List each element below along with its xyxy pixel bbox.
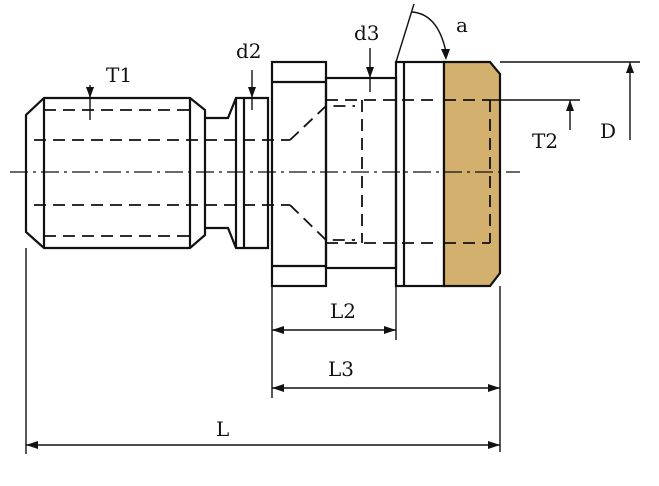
angle-leader-line bbox=[395, 3, 415, 63]
shank-outline bbox=[24, 96, 207, 250]
neck-section bbox=[205, 96, 290, 250]
middle-body bbox=[324, 76, 440, 270]
d3-dimension: d3 bbox=[354, 21, 380, 92]
d2-dimension: d2 bbox=[236, 39, 262, 110]
l3-label: L3 bbox=[328, 357, 354, 381]
t1-arrow bbox=[86, 87, 94, 98]
l2-dimension: L2 bbox=[272, 299, 396, 334]
angle-arc bbox=[411, 11, 447, 53]
l-label: L bbox=[216, 417, 229, 441]
d3-arrow bbox=[366, 67, 374, 78]
flange-outline bbox=[270, 60, 328, 288]
right-flange bbox=[394, 60, 446, 288]
l-arrow-right bbox=[488, 441, 500, 449]
collar bbox=[442, 60, 502, 288]
l-arrow-left bbox=[26, 441, 38, 449]
l-dimension: L bbox=[26, 417, 500, 449]
d-label: D bbox=[600, 119, 616, 143]
t1-dimension: T1 bbox=[86, 63, 132, 120]
threaded-shank bbox=[24, 96, 207, 250]
l2-label: L2 bbox=[330, 299, 356, 323]
extension-lines bbox=[25, 248, 501, 454]
t2-dimension: T2 bbox=[490, 99, 580, 153]
d-arrow bbox=[626, 62, 634, 73]
d2-arrow bbox=[248, 87, 256, 98]
collar-body bbox=[442, 60, 502, 288]
angle-a-label: a bbox=[456, 13, 468, 37]
angle-a-dimension: a bbox=[395, 3, 468, 63]
l3-dimension: L3 bbox=[272, 357, 500, 392]
neck-outline bbox=[205, 96, 270, 250]
t1-label: T1 bbox=[106, 63, 132, 87]
t2-label: T2 bbox=[532, 129, 558, 153]
d2-label: d2 bbox=[236, 39, 262, 63]
l2-arrow-left bbox=[272, 326, 284, 334]
t2-arrow bbox=[566, 100, 574, 111]
internal-cone bbox=[289, 105, 355, 241]
l3-arrow-left bbox=[272, 384, 284, 392]
l3-arrow-right bbox=[488, 384, 500, 392]
angle-arrow bbox=[441, 49, 450, 60]
d3-label: d3 bbox=[354, 21, 380, 45]
l2-arrow-right bbox=[384, 326, 396, 334]
d-dimension: D bbox=[500, 61, 640, 143]
flange bbox=[270, 60, 355, 288]
